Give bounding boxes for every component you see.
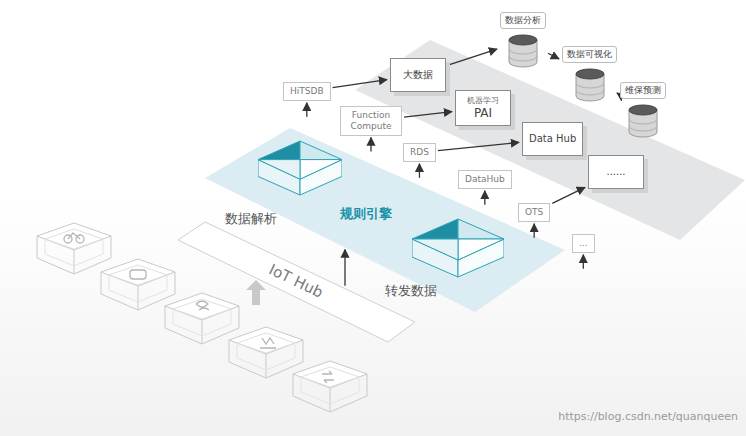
node-text: IoT Hub (266, 260, 326, 301)
node-text: 大数据 (403, 69, 433, 81)
node-text: RDS (410, 147, 429, 158)
node-text: 数据解析 (225, 210, 277, 228)
node-text: 数据分析 (500, 12, 546, 29)
arrow-connector (583, 255, 584, 269)
node-text: 规则引擎 (340, 205, 392, 223)
arrow-connector (552, 187, 585, 203)
arrow-connector (448, 49, 497, 65)
service-box: DataHub (458, 170, 512, 189)
app-cylinder: 数据可视化 (562, 46, 617, 103)
arrow-connector (344, 249, 345, 285)
arrow-connector (617, 93, 619, 94)
service-box: RDS (403, 143, 436, 162)
node-text: DataHub (465, 174, 505, 185)
database-cylinder (507, 33, 539, 69)
service-box: HiTSDB (283, 82, 331, 101)
platform-box: 大数据 (390, 58, 446, 92)
node-text: PAI (474, 106, 492, 120)
service-box: ... (572, 234, 595, 253)
node-text: ...... (606, 166, 625, 178)
database-cylinder (627, 103, 659, 139)
platform-box: Data Hub (522, 122, 583, 156)
arrow-connector (370, 138, 371, 152)
node-text: 维保预测 (620, 82, 666, 99)
arrow-connector (533, 224, 534, 238)
pyramid-shape (412, 218, 504, 278)
arrow-connector (306, 103, 307, 117)
pyramid-shape (258, 140, 342, 196)
node-text: HiTSDB (290, 86, 324, 97)
node-text: 转发数据 (385, 282, 437, 300)
service-box: OTS (518, 203, 550, 222)
node-text: Function Compute (347, 110, 395, 132)
node-text: OTS (525, 207, 543, 218)
node-text: 数据可视化 (562, 46, 617, 63)
arrow-connector (333, 80, 387, 88)
arrow-connector (404, 112, 452, 117)
node-text: ... (579, 238, 588, 249)
platform-box: 机器学习PAI (455, 90, 511, 126)
arrow-connector (548, 53, 559, 59)
engine-block: 转发数据 (412, 218, 504, 278)
watermark: https://blog.csdn.net/quanqueen (558, 410, 738, 423)
service-box: Function Compute (340, 106, 402, 136)
node-text: 机器学习 (467, 96, 499, 106)
platform-box: ...... (588, 155, 644, 189)
arrow-connector (419, 164, 420, 178)
node-text: Data Hub (529, 133, 576, 145)
app-cylinder: 维保预测 (620, 82, 666, 139)
arrow-connector (438, 142, 519, 150)
upload-arrow (246, 280, 266, 305)
arrow-connector (484, 191, 485, 205)
engine-band: 规则引擎数据解析转发数据 (205, 128, 565, 313)
database-cylinder (574, 67, 606, 103)
device-boxes (37, 223, 367, 412)
app-cylinder: 数据分析 (500, 12, 546, 69)
hub-band: IoT Hub (265, 270, 327, 292)
engine-block: 数据解析 (258, 140, 342, 196)
